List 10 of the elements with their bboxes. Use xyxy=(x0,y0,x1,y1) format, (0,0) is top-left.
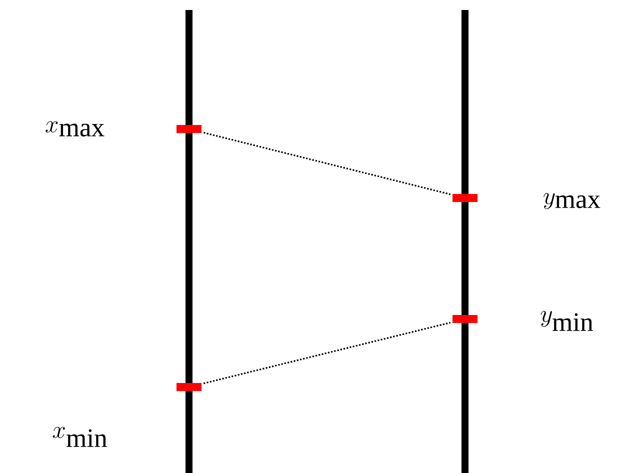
axis-label: $y_{\min}$ xyxy=(540,310,593,331)
tick-mark xyxy=(176,383,202,391)
tick-mark xyxy=(176,125,202,133)
tick-mark xyxy=(452,194,478,202)
dotted-line xyxy=(203,322,451,384)
tick-mark xyxy=(452,315,478,323)
axis-label: $x_{\min}$ xyxy=(52,426,107,447)
axis-label: $y_{\max}$ xyxy=(544,192,600,210)
axis-label: $x_{\max}$ xyxy=(46,121,104,136)
dotted-line xyxy=(203,132,451,196)
